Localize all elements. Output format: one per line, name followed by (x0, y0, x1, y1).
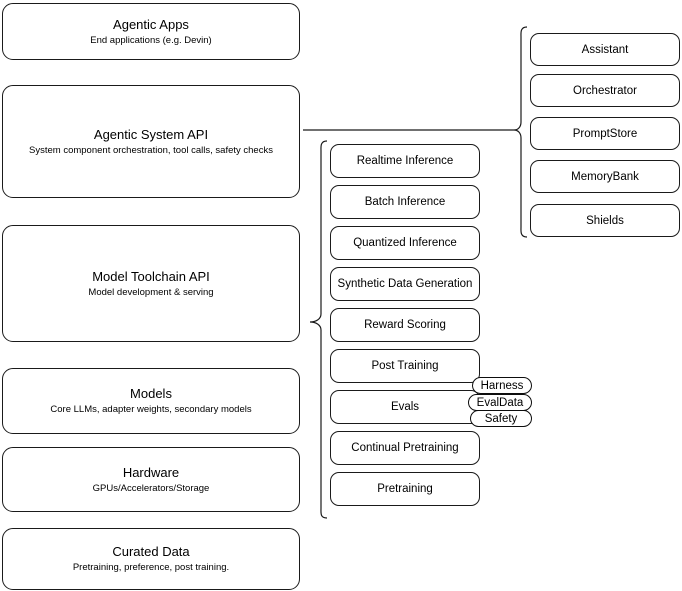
system-component-label: MemoryBank (571, 170, 639, 183)
layer-title: Model Toolchain API (92, 268, 210, 284)
toolchain-item-label: Post Training (371, 360, 439, 372)
layer-curated-data[interactable]: Curated Data Pretraining, preference, po… (2, 528, 300, 590)
system-component-assistant[interactable]: Assistant (530, 33, 680, 66)
toolchain-item-pretraining[interactable]: Pretraining (330, 472, 480, 506)
layer-title: Curated Data (112, 544, 190, 559)
layer-models[interactable]: Models Core LLMs, adapter weights, secon… (2, 368, 300, 434)
layer-subtitle: Model development & serving (88, 286, 214, 298)
toolchain-item-post-training[interactable]: Post Training (330, 349, 480, 383)
toolchain-item-label: Batch Inference (364, 196, 446, 208)
layer-title: Models (130, 386, 172, 401)
brace-system-components (513, 26, 528, 238)
toolchain-item-quantized-inference[interactable]: Quantized Inference (330, 226, 480, 260)
evals-subcomponent-label: Safety (484, 412, 518, 425)
layer-subtitle: System component orchestration, tool cal… (29, 144, 273, 156)
system-component-label: Assistant (581, 43, 629, 56)
system-component-promptstore[interactable]: PromptStore (530, 117, 680, 150)
brace-toolchain-components (309, 140, 328, 519)
system-component-memorybank[interactable]: MemoryBank (530, 160, 680, 193)
layer-subtitle: Core LLMs, adapter weights, secondary mo… (50, 404, 252, 415)
toolchain-item-label: Continual Pretraining (351, 442, 459, 454)
system-component-orchestrator[interactable]: Orchestrator (530, 74, 680, 107)
evals-subcomponent-evaldata[interactable]: EvalData (468, 394, 532, 411)
layer-subtitle: Pretraining, preference, post training. (72, 562, 230, 573)
toolchain-item-label: Reward Scoring (364, 319, 446, 331)
system-component-label: Shields (586, 214, 624, 227)
toolchain-item-label: Quantized Inference (353, 237, 457, 249)
evals-subcomponent-label: EvalData (476, 396, 524, 409)
system-component-label: Orchestrator (573, 84, 637, 97)
evals-subcomponent-harness[interactable]: Harness (472, 377, 532, 394)
toolchain-item-continual-pretraining[interactable]: Continual Pretraining (330, 431, 480, 465)
system-component-shields[interactable]: Shields (530, 204, 680, 237)
toolchain-item-label: Evals (390, 401, 420, 413)
layer-title: Agentic System API (93, 126, 209, 142)
system-component-label: PromptStore (572, 127, 638, 140)
layer-title: Agentic Apps (113, 16, 189, 32)
toolchain-item-label: Pretraining (377, 483, 433, 495)
layer-hardware[interactable]: Hardware GPUs/Accelerators/Storage (2, 447, 300, 512)
layer-agentic-system-api[interactable]: Agentic System API System component orch… (2, 85, 300, 198)
toolchain-item-evals[interactable]: Evals (330, 390, 480, 424)
evals-subcomponent-label: Harness (480, 379, 524, 392)
toolchain-item-label: Synthetic Data Generation (337, 278, 473, 290)
toolchain-item-reward-scoring[interactable]: Reward Scoring (330, 308, 480, 342)
layer-subtitle: End applications (e.g. Devin) (90, 34, 212, 46)
layer-agentic-apps[interactable]: Agentic Apps End applications (e.g. Devi… (2, 3, 300, 60)
toolchain-item-synthetic-data-generation[interactable]: Synthetic Data Generation (330, 267, 480, 301)
layer-title: Hardware (122, 464, 180, 480)
evals-subcomponent-safety[interactable]: Safety (470, 410, 532, 427)
toolchain-item-label: Realtime Inference (356, 155, 454, 167)
layer-model-toolchain-api[interactable]: Model Toolchain API Model development & … (2, 225, 300, 342)
layer-subtitle: GPUs/Accelerators/Storage (92, 482, 210, 494)
toolchain-item-realtime-inference[interactable]: Realtime Inference (330, 144, 480, 178)
toolchain-item-batch-inference[interactable]: Batch Inference (330, 185, 480, 219)
